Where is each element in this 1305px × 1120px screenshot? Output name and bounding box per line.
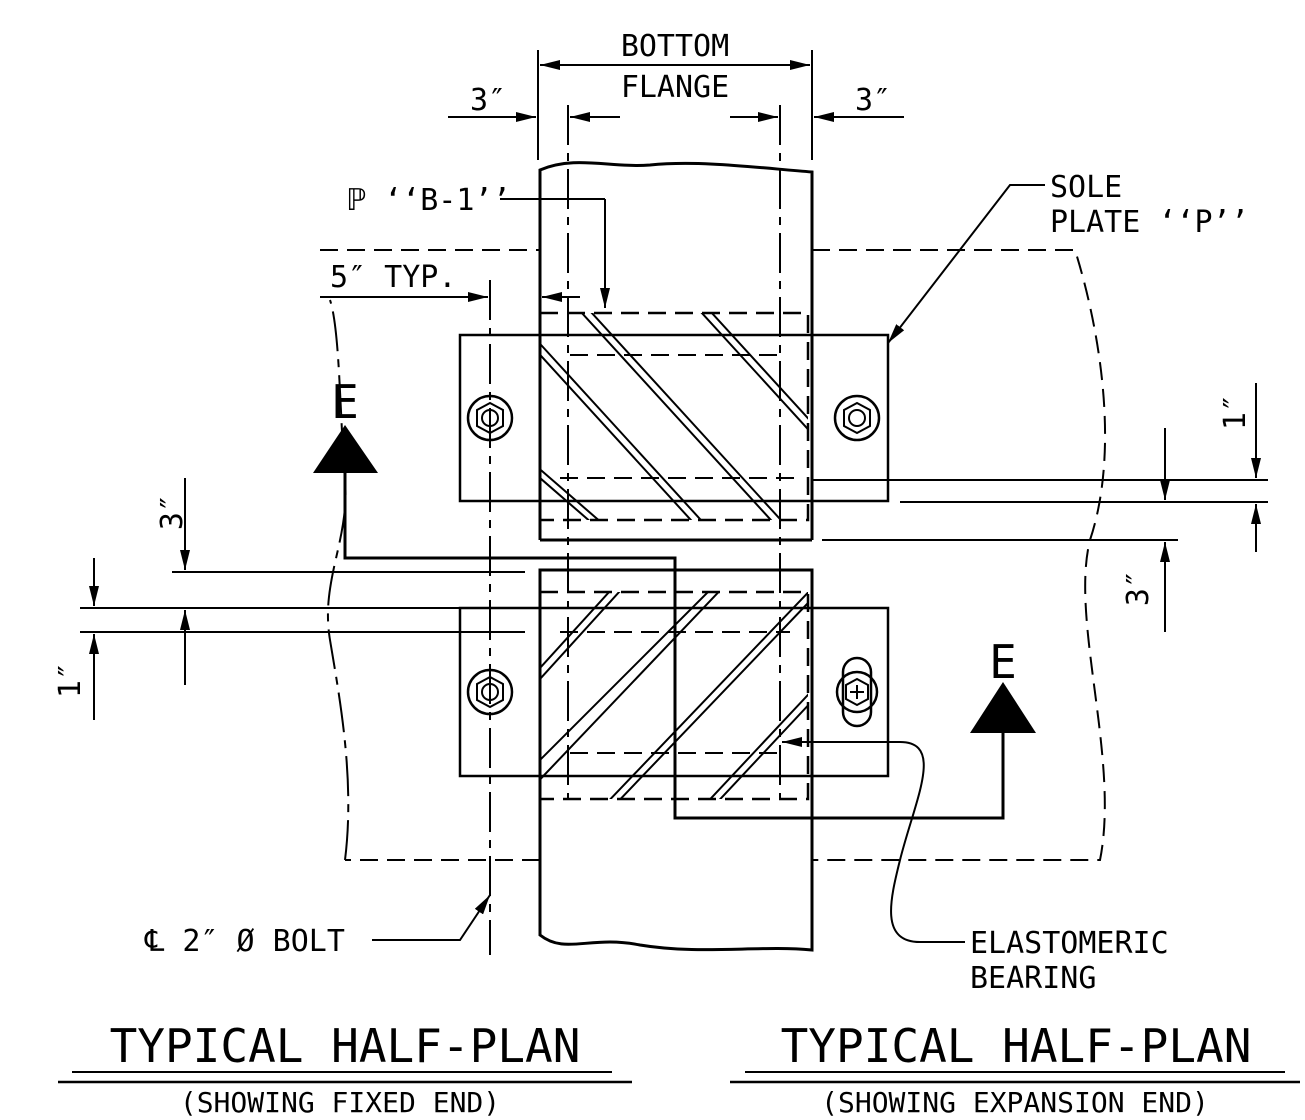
hatch-top <box>540 313 808 520</box>
label-flange: FLANGE <box>621 70 729 105</box>
label-bottom: BOTTOM <box>621 29 729 64</box>
dim-left-side <box>80 478 540 720</box>
girder-flange <box>538 161 814 952</box>
label-plate-b1: ℙ ‘‘B-1’’ <box>348 183 511 218</box>
leader-sole-plate <box>887 184 1045 344</box>
title-right: TYPICAL HALF-PLAN <box>781 1019 1252 1073</box>
label-1in-left: 1″ <box>53 662 88 698</box>
label-3in-left-vert: 3″ <box>155 494 190 530</box>
label-3in-left: 3″ <box>470 83 506 118</box>
pier-cap-outline <box>320 249 1106 861</box>
sole-plate-top <box>458 333 890 503</box>
title-left: TYPICAL HALF-PLAN <box>110 1019 581 1073</box>
label-section-e-right: E <box>989 635 1017 689</box>
leader-elastomeric <box>782 737 965 943</box>
plate-b1-top <box>538 311 810 522</box>
label-5in-typ: 5″ TYP. <box>330 260 456 295</box>
leader-bolt <box>372 894 491 941</box>
elastomeric-outline-top <box>560 354 800 479</box>
section-line-e <box>343 470 1005 820</box>
label-sole: SOLE <box>1050 170 1122 205</box>
bolt-top-right <box>833 394 881 442</box>
section-arrow-left <box>313 425 378 473</box>
dim-bottom-flange <box>448 50 904 160</box>
dim-right-side <box>812 383 1268 632</box>
subtitle-right: (SHOWING EXPANSION END) <box>821 1086 1209 1119</box>
label-section-e-left: E <box>331 375 359 429</box>
label-plate-p: PLATE ‘‘P’’ <box>1050 205 1249 240</box>
label-3in-right: 3″ <box>855 83 891 118</box>
label-elastomeric: ELASTOMERIC <box>970 926 1169 961</box>
label-bearing: BEARING <box>970 961 1096 996</box>
label-3in-right-vert: 3″ <box>1121 570 1156 606</box>
label-bolt-cl: ℄ 2″ Ø BOLT <box>144 924 345 959</box>
bolt-bottom-right-slotted <box>835 656 879 728</box>
hatch-bottom <box>540 592 808 799</box>
subtitle-left: (SHOWING FIXED END) <box>180 1086 500 1119</box>
label-1in-right: 1″ <box>1218 394 1253 430</box>
section-arrow-right <box>970 682 1036 733</box>
